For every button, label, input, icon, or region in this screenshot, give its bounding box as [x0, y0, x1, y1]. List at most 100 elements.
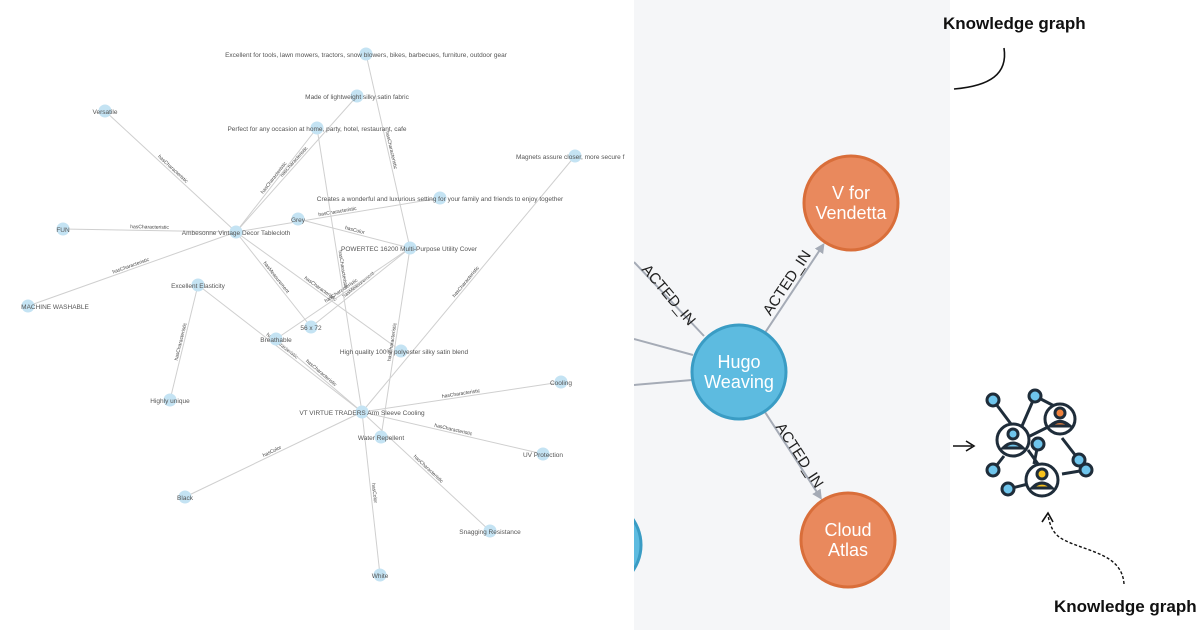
curved-arrow-line-top — [953, 47, 1006, 90]
edge-hugo-vfor — [764, 243, 825, 334]
edge-label: hasCharacteristic — [452, 265, 482, 299]
edge-label: hasMeasurement — [262, 261, 291, 296]
node-label-machine: MACHINE WASHABLE — [21, 304, 89, 311]
offscreen-node-partial[interactable] — [634, 500, 643, 590]
node-versatile[interactable] — [98, 104, 112, 118]
edge-label: hasColor — [344, 225, 365, 236]
node-label-satin_fabric: Made of lightweight silky satin fabric — [305, 94, 409, 101]
knowledge-graph-illustration: Knowledge graph — [943, 0, 1200, 630]
edge-vt-occasion — [316, 127, 363, 413]
node-cloud[interactable] — [799, 491, 897, 589]
edge-powertec-grey — [297, 218, 411, 249]
node-label-cooling: Cooling — [550, 380, 572, 387]
node-cooling[interactable] — [554, 375, 568, 389]
edge-label: hasCharacteristic — [156, 154, 189, 185]
node-satin_fabric[interactable] — [350, 89, 364, 103]
node-label-ambesonne: Ambesonne Vintage Decor Tablecloth — [182, 230, 291, 237]
node-label-cloud: Cloud — [824, 520, 871, 540]
node-machine[interactable] — [21, 299, 35, 313]
edge-label: hasCharacteristic — [318, 206, 358, 218]
node-label-occasion: Perfect for any occasion at home, party,… — [227, 126, 406, 133]
node-fun[interactable] — [56, 222, 70, 236]
node-water[interactable] — [374, 430, 388, 444]
node-ambesonne[interactable] — [229, 225, 243, 239]
node-size[interactable] — [304, 320, 318, 334]
edge-powertec-excellent_tools — [365, 53, 411, 249]
node-breathable[interactable] — [269, 332, 283, 346]
node-label-cloud: Atlas — [828, 540, 868, 560]
node-label-black: Black — [177, 495, 194, 502]
edge-label: hasColor — [370, 483, 378, 504]
edge-offscreen-acted-in — [634, 261, 705, 337]
node-label-size: 56 x 72 — [300, 325, 322, 332]
edge-vt-black — [184, 411, 363, 498]
node-uv[interactable] — [536, 447, 550, 461]
node-powertec[interactable] — [403, 241, 417, 255]
node-creates[interactable] — [433, 191, 447, 205]
edge-offscreen-1 — [634, 338, 694, 356]
node-excellent_tools[interactable] — [359, 47, 373, 61]
edge-ambesonne-satin_fabric — [235, 95, 358, 233]
knowledge-graph-network-icon — [985, 388, 1094, 498]
edge-hugo-cloud — [763, 410, 822, 500]
node-label-water: Water Repellent — [358, 435, 405, 442]
node-label-magnets: Magnets assure closer, more secure f — [516, 154, 625, 161]
edge-ambesonne-machine — [27, 231, 237, 307]
edge-powertec-size — [310, 247, 411, 328]
node-magnets[interactable] — [568, 149, 582, 163]
edge-label: hasCharacteristic — [112, 257, 151, 276]
node-label-elasticity: Excellent Elasticity — [171, 283, 226, 290]
node-vt[interactable] — [355, 405, 369, 419]
edge-vt-cooling — [361, 381, 562, 413]
node-label-powertec: POWERTEC 16200 Multi-Purpose Utility Cov… — [341, 246, 478, 253]
node-label-vfor: Vendetta — [815, 203, 887, 223]
edge-powertec-water — [380, 247, 411, 438]
edge-label: hasCharacteristic — [130, 224, 169, 231]
edge-label: hasCharacteristic — [412, 454, 445, 485]
node-label-versatile: Versatile — [93, 109, 118, 116]
edge-label-acted-in-cloud: ACTED_IN — [772, 420, 827, 491]
node-hugo[interactable] — [690, 323, 788, 421]
node-label-fun: FUN — [56, 227, 70, 234]
node-label-breathable: Breathable — [260, 337, 292, 344]
node-label-uv: UV Protection — [523, 452, 563, 459]
edge-ambesonne-versatile — [104, 110, 237, 233]
node-label-vt: VT VIRTUE TRADERS Arm Sleeve Cooling — [299, 410, 425, 417]
edge-label: hasCharacteristic — [304, 358, 338, 388]
edge-ambesonne-creates — [235, 197, 441, 233]
node-elasticity[interactable] — [191, 278, 205, 292]
node-occasion[interactable] — [310, 121, 324, 135]
node-label-hugo: Weaving — [704, 372, 774, 392]
node-polyester[interactable] — [394, 344, 408, 358]
node-snagging[interactable] — [483, 524, 497, 538]
edge-elasticity-unique — [169, 284, 199, 401]
node-label-grey: Grey — [291, 217, 306, 224]
edge-vt-white — [361, 411, 381, 576]
node-grey[interactable] — [291, 212, 305, 226]
arrow-right-icon — [953, 440, 976, 452]
edge-ambesonne-size — [235, 231, 312, 328]
node-label-white: White — [372, 573, 389, 580]
product-knowledge-graph: hasCharacteristic hasCharacteristic hasCha… — [21, 47, 625, 582]
edge-vt-magnets — [361, 155, 576, 413]
edge-label-acted-in-offscreen: ACTED_IN — [638, 261, 699, 329]
node-vfor[interactable] — [802, 154, 900, 252]
node-label-polyester: High quality 100% polyester silky satin … — [340, 349, 469, 356]
edge-ambesonne-polyester — [235, 231, 402, 352]
node-label-excellent_tools: Excellent for tools, lawn mowers, tracto… — [225, 52, 508, 59]
edge-label: hasCharacteristic — [441, 388, 481, 400]
node-black[interactable] — [178, 490, 192, 504]
edge-vt-breathable — [275, 338, 363, 413]
edge-vt-uv — [361, 411, 544, 455]
edge-label-acted-in-vfor: ACTED_IN — [760, 247, 815, 318]
edge-offscreen-2 — [634, 379, 693, 386]
edge-vt-snagging — [361, 411, 491, 532]
edge-label: hasCharacteristic — [387, 322, 399, 362]
edge-ambesonne-occasion — [235, 127, 318, 233]
node-white[interactable] — [373, 568, 387, 582]
knowledge-graph-title-top: Knowledge graph — [943, 14, 1086, 33]
knowledge-graph-title-bottom: Knowledge graph — [1054, 597, 1197, 616]
edge-label: hasCharacteristic — [336, 250, 348, 290]
node-unique[interactable] — [163, 393, 177, 407]
